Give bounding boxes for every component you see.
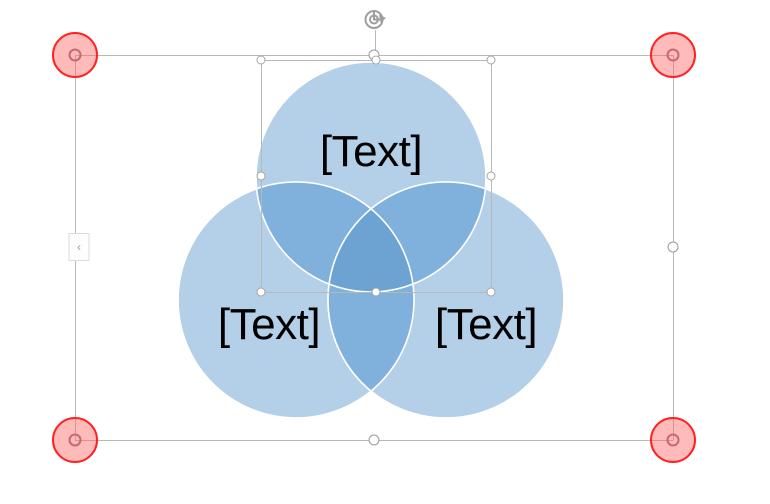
venn-label-left[interactable]: [Text] <box>217 300 321 349</box>
inner-handle-top-center[interactable] <box>371 55 381 65</box>
outer-handle-bottom-left[interactable] <box>68 433 82 447</box>
inner-handle-bottom-center[interactable] <box>371 287 381 297</box>
text-pane-toggle[interactable]: ‹ <box>68 233 90 261</box>
rotate-icon[interactable] <box>362 7 388 38</box>
outer-handle-top-left[interactable] <box>68 48 82 62</box>
venn-circle-right-outline <box>327 181 565 419</box>
inner-handle-bottom-left[interactable] <box>256 287 266 297</box>
inner-handle-top-right[interactable] <box>486 55 496 65</box>
outer-handle-top-right[interactable] <box>666 48 680 62</box>
venn-label-top[interactable]: [Text] <box>319 127 423 176</box>
outer-handle-middle-right[interactable] <box>667 241 679 253</box>
venn-overlap-center <box>328 182 414 292</box>
inner-handle-middle-left[interactable] <box>256 171 266 181</box>
rotate-handle-stem <box>375 30 376 60</box>
inner-handle-middle-right[interactable] <box>486 171 496 181</box>
venn-circle-left-outline <box>177 181 415 419</box>
outer-handle-bottom-right[interactable] <box>666 433 680 447</box>
inner-handle-bottom-right[interactable] <box>486 287 496 297</box>
outer-handle-bottom-center[interactable] <box>368 434 380 446</box>
chevron-left-icon: ‹ <box>77 240 81 254</box>
inner-handle-top-left[interactable] <box>256 55 266 65</box>
venn-label-right[interactable]: [Text] <box>434 300 538 349</box>
